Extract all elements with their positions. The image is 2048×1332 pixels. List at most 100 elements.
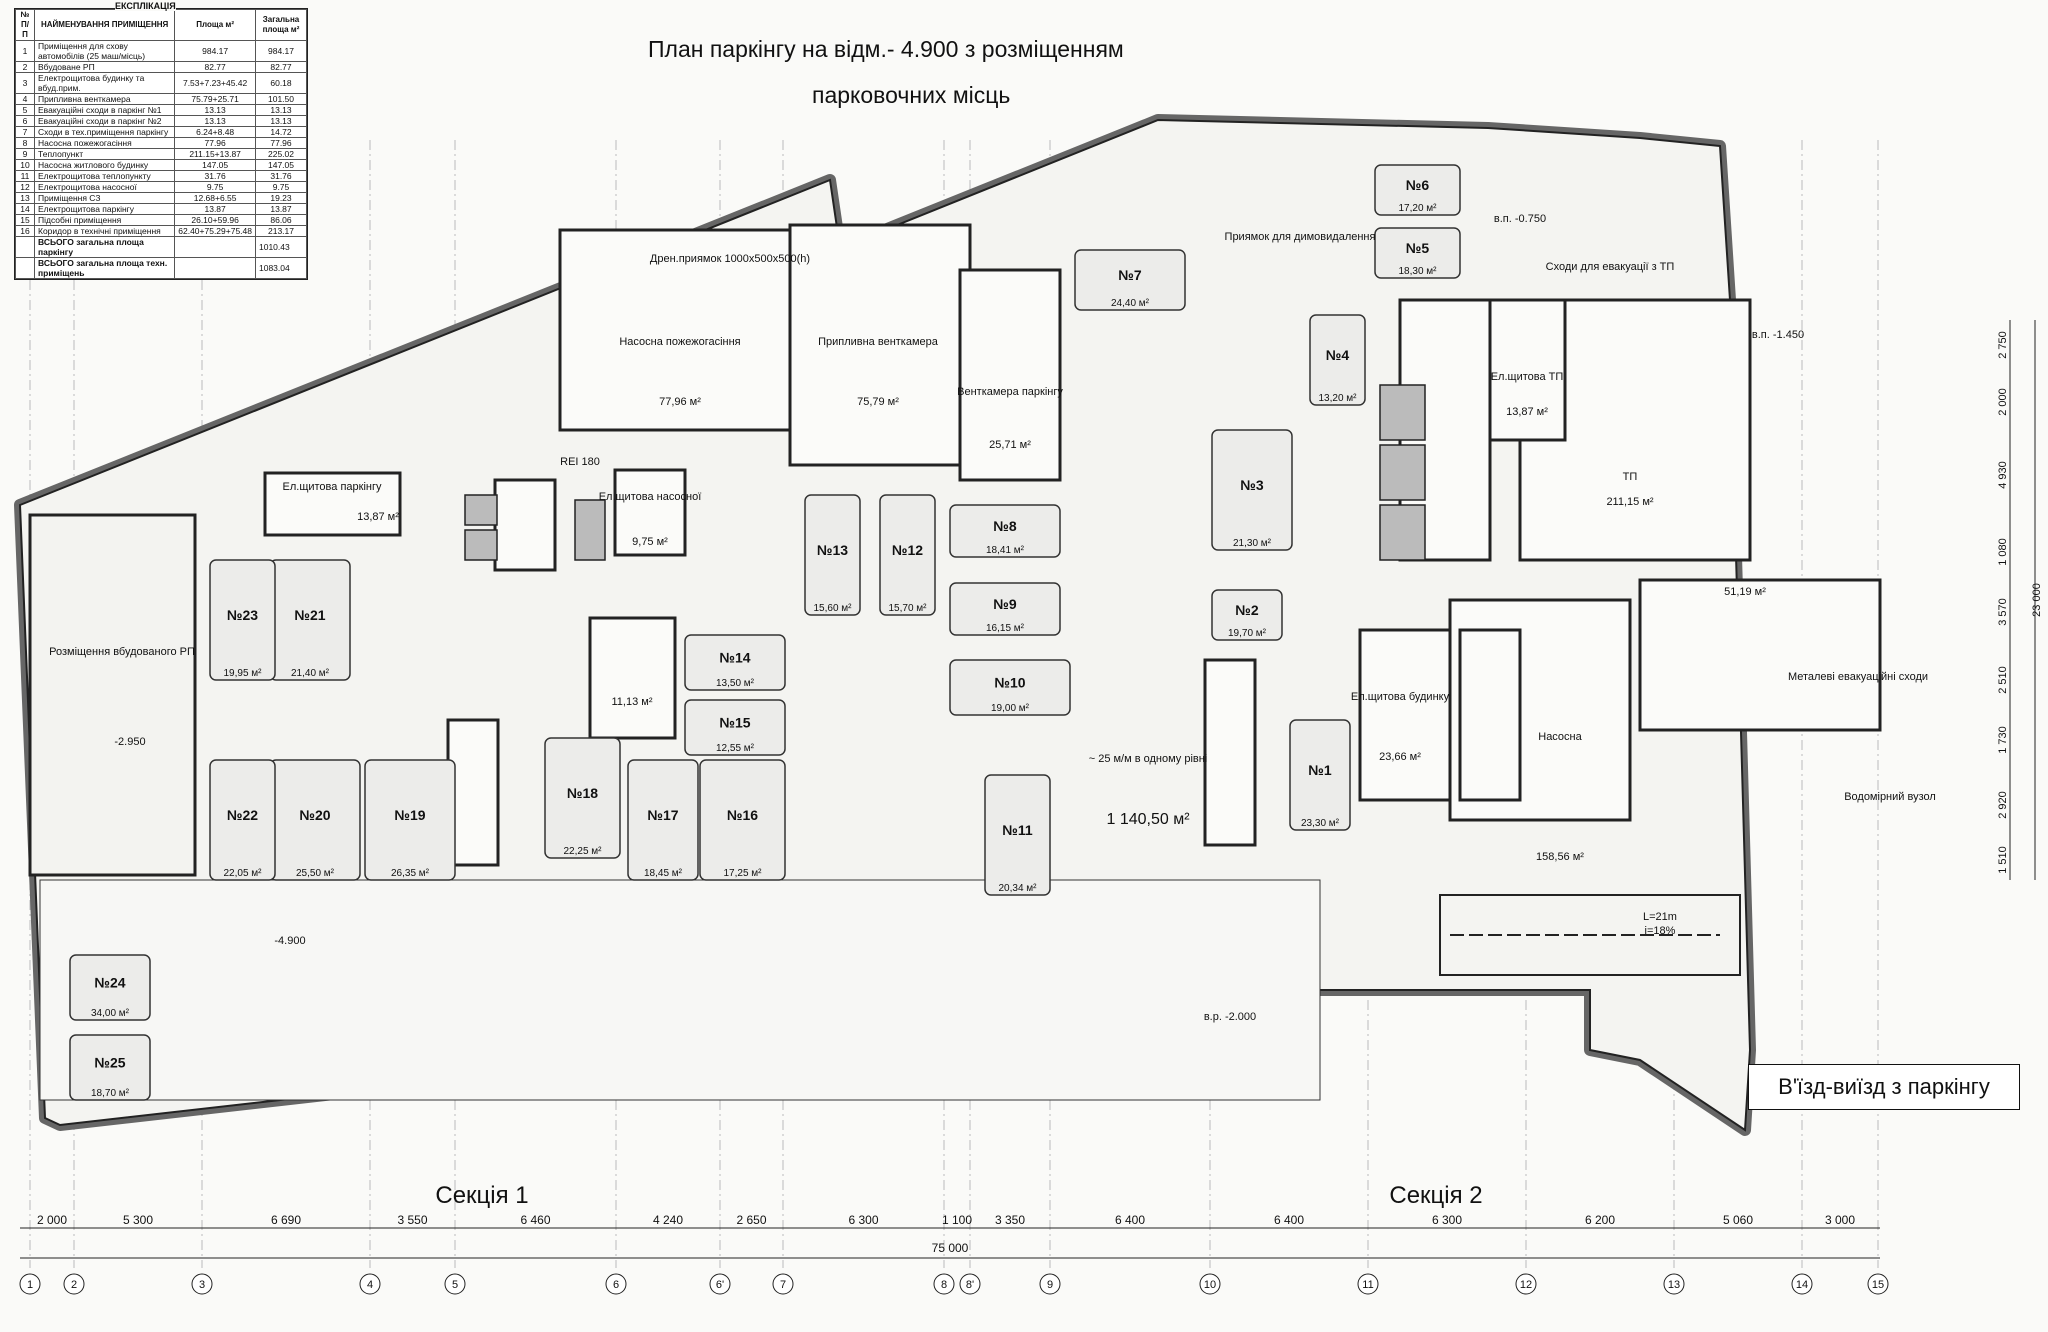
car-icon (684, 634, 786, 691)
legend-cell-area: 147.05 (174, 159, 256, 171)
parking-space-area: 19,95 м² (223, 668, 262, 679)
room-4-text: Припливна венткамера (818, 336, 939, 348)
ramp-length: L=21m (1643, 911, 1677, 923)
parking-space-area: 13,50 м² (716, 678, 755, 689)
parking-space-area: 22,25 м² (563, 846, 602, 857)
parking-space-area: 26,35 м² (391, 868, 430, 879)
room-12-area: 9,75 м² (632, 536, 668, 548)
axis-marker (191, 1273, 213, 1295)
dimension-label: 4 240 (653, 1213, 683, 1227)
room-16-area: 51,19 м² (1724, 586, 1766, 598)
axis-marker (359, 1273, 381, 1295)
room-11 (1488, 298, 1567, 442)
room-11-text: Ел.щитова ТП (1491, 371, 1564, 383)
legend-cell-name: Електрощитова теплопункту (33, 170, 176, 182)
parking-space-number: №22 (227, 807, 258, 823)
axis-marker (1791, 1273, 1813, 1295)
legend-cell-total: 82.77 (255, 61, 307, 73)
dimension-label: 1 510 (1997, 846, 2009, 874)
parking-space-number: №17 (647, 807, 678, 823)
room-10-area: 158,56 м² (1536, 851, 1584, 863)
parking-space-area: 21,40 м² (291, 668, 330, 679)
legend-cell-area: 13.13 (174, 104, 256, 116)
dimension-label: 6 300 (1432, 1213, 1462, 1227)
level-mark: в.п. -1.450 (1752, 329, 1804, 341)
room-6 (1203, 658, 1257, 847)
axis-marker (1515, 1273, 1537, 1295)
dimension-label: 3 550 (397, 1213, 427, 1227)
legend-col-name: НАЙМЕНУВАННЯ ПРИМІЩЕННЯ (33, 9, 176, 41)
legend-cell-area: 26.10+59.96 (174, 214, 256, 226)
metal-stairs-text: Металеві евакуаційні сходи (1788, 671, 1928, 683)
parking-space-number: №21 (294, 607, 325, 623)
parking-space-area: 15,60 м² (813, 603, 852, 614)
legend-col-no: № П/П (15, 9, 35, 41)
parking-main-area: 1 140,50 м² (1106, 811, 1190, 828)
legend-cell-total: 13.87 (255, 203, 307, 215)
dimension-label: 6 200 (1585, 1213, 1615, 1227)
legend-cell-no: 12 (15, 181, 35, 193)
parking-space-number: №19 (394, 807, 425, 823)
legend-cell-area: 9.75 (174, 181, 256, 193)
legend-cell-name: Вбудоване РП (33, 61, 176, 73)
car-icon (1211, 589, 1283, 641)
legend-cell-area: 984.17 (174, 40, 256, 62)
car-icon (209, 759, 276, 881)
room-5 (446, 718, 500, 867)
legend-cell-no: 2 (15, 61, 35, 73)
legend-caption: ЕКСПЛІКАЦІЯ (115, 1, 176, 11)
car-icon (949, 504, 1061, 558)
dimension-label: 6 460 (520, 1213, 550, 1227)
legend-cell-no: 1 (15, 40, 35, 62)
legend-cell-area: 82.77 (174, 61, 256, 73)
car-icon (1309, 314, 1366, 406)
legend-cell-total: 9.75 (255, 181, 307, 193)
legend-cell-name: Евакуаційні сходи в паркінг №1 (33, 104, 176, 116)
parking-space-number: №13 (817, 542, 848, 558)
legend-sum-tech: 1083.04 (255, 257, 307, 279)
legend-cell-no: 4 (15, 93, 35, 105)
parking-space-number: №6 (1406, 177, 1430, 193)
room-3-right (1358, 628, 1452, 802)
room-3-area: 23,66 м² (1379, 751, 1421, 763)
parking-space-number: №4 (1326, 347, 1350, 363)
dimension-label: 6 400 (1115, 1213, 1145, 1227)
section-2-label: Секція 2 (1389, 1182, 1482, 1209)
car-icon (984, 774, 1051, 896)
room-4b-text: Венткамера паркінгу (957, 386, 1063, 398)
ramp (1439, 894, 1741, 976)
legend-cell-total: 14.72 (255, 126, 307, 138)
parking-space-number: №7 (1118, 267, 1142, 283)
parking-space-area: 17,20 м² (1398, 203, 1437, 214)
parking-space-number: №8 (993, 518, 1017, 534)
axis-marker (444, 1273, 466, 1295)
legend-cell-name: Приміщення СЗ (33, 192, 176, 204)
room-2-text: Розміщення вбудованого РП (49, 646, 195, 658)
axis-label: 14 (1796, 1279, 1808, 1291)
parking-space-number: №20 (299, 807, 330, 823)
legend-col-total: Загальна площа м² (255, 9, 307, 41)
axis-marker (19, 1273, 41, 1295)
rei-label: REI 180 (560, 456, 600, 468)
dimension-label: 1 730 (1997, 726, 2009, 754)
parking-space-area: 24,40 м² (1111, 298, 1150, 309)
room-3-left (588, 616, 677, 740)
parking-space-number: №18 (567, 785, 598, 801)
legend-cell-name: Електрощитова насосної (33, 181, 176, 193)
legend-col-area: Площа м² (174, 9, 256, 41)
car-icon (684, 699, 786, 756)
